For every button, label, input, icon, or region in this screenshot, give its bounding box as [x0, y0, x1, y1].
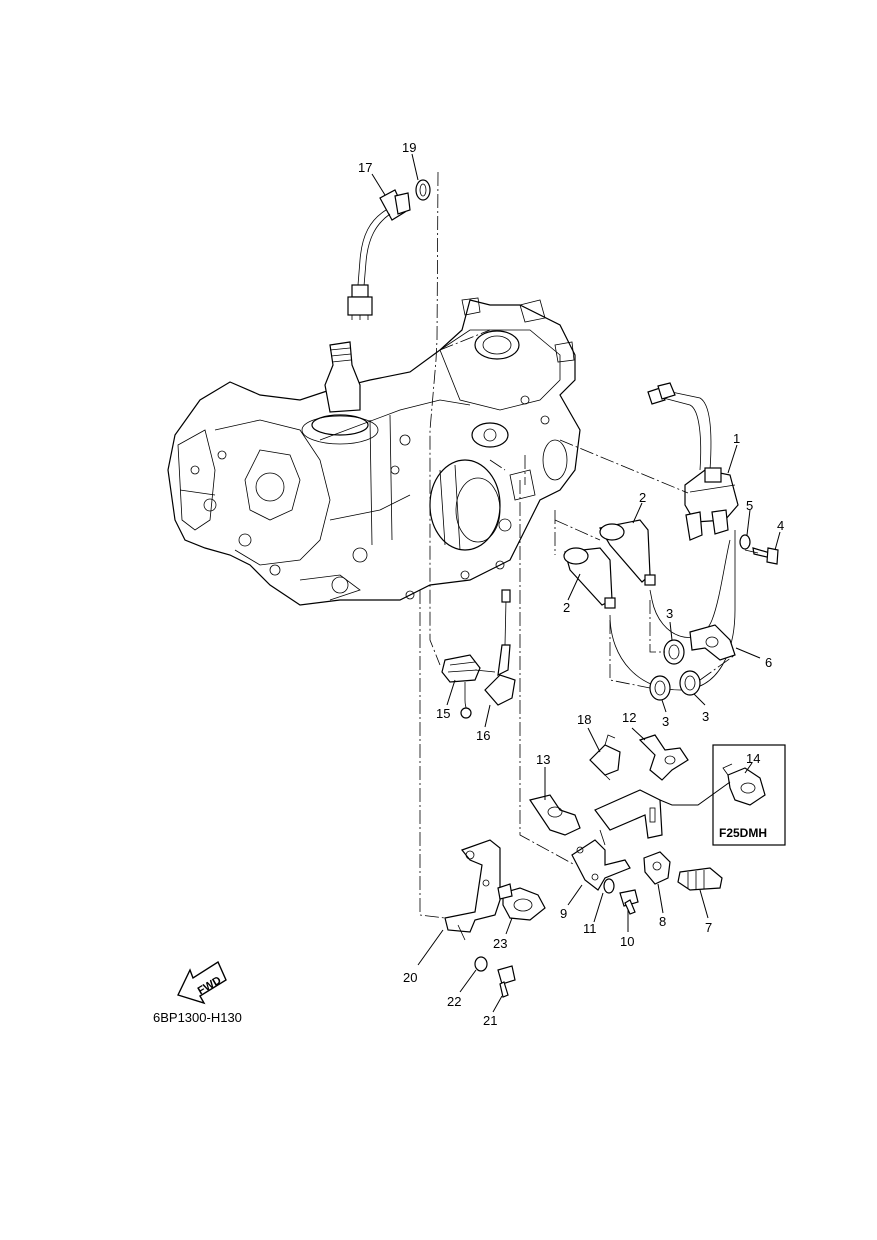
- part-16-sensor: [484, 589, 516, 706]
- callout-11: 11: [583, 921, 597, 936]
- part-22-washer: [474, 956, 488, 972]
- engine-block: [167, 297, 581, 606]
- part-15-switch: [441, 654, 496, 719]
- part-2-plug-cap-upper: [599, 519, 656, 586]
- part-5-washer: [739, 534, 751, 550]
- callout-1: 1: [733, 431, 740, 446]
- assembly-lines: [419, 171, 759, 919]
- inset-label: F25DMH: [719, 826, 767, 840]
- callout-3: 3: [702, 709, 709, 724]
- part-12-clamp: [638, 734, 689, 781]
- callout-12: 12: [622, 710, 636, 725]
- part-7-holder: [677, 867, 723, 891]
- part-11-washer: [603, 878, 615, 894]
- callout-17: 17: [358, 160, 372, 175]
- part-2-plug-cap-lower: [563, 547, 616, 609]
- callout-13: 13: [536, 752, 550, 767]
- part-18-clip: [589, 734, 621, 781]
- callout-16: 16: [476, 728, 490, 743]
- callout-2: 2: [639, 490, 646, 505]
- callout-2: 2: [563, 600, 570, 615]
- part-10-bolt: [619, 889, 639, 915]
- part-3-grommet-b: [649, 675, 671, 701]
- callout-22: 22: [447, 994, 461, 1009]
- part-3-grommet-c: [679, 670, 701, 696]
- hv-lead-2: [609, 530, 736, 691]
- callout-numbers: 1 2 2 3 3 3 4 5 6 7 8 9 10 11 12 13 14 1…: [358, 140, 784, 1028]
- callout-23: 23: [493, 936, 507, 951]
- fwd-arrow-icon: FWD: [177, 960, 227, 1005]
- part-17-sensor-lead: [347, 189, 411, 320]
- callout-9: 9: [560, 906, 567, 921]
- callout-18: 18: [577, 712, 591, 727]
- callout-4: 4: [777, 518, 784, 533]
- callout-3: 3: [662, 714, 669, 729]
- callout-21: 21: [483, 1013, 497, 1028]
- callout-19: 19: [402, 140, 416, 155]
- part-1-ignition-coil: [647, 382, 739, 541]
- part-4-bolt: [752, 547, 779, 565]
- callout-5: 5: [746, 498, 753, 513]
- leader-lines: [371, 153, 781, 1013]
- part-8-grommet: [643, 851, 671, 885]
- part-3-grommet-a: [663, 639, 685, 665]
- callout-20: 20: [403, 970, 417, 985]
- part-9-bracket: [571, 789, 663, 891]
- callout-7: 7: [705, 920, 712, 935]
- part-21-bolt: [497, 965, 516, 998]
- callout-6: 6: [765, 655, 772, 670]
- part-19-o-ring: [415, 179, 431, 201]
- part-20-bracket: [444, 839, 501, 941]
- callout-15: 15: [436, 706, 450, 721]
- hv-lead-1: [649, 539, 731, 638]
- part-23-clamp: [497, 883, 546, 921]
- callout-14: 14: [746, 751, 760, 766]
- callout-3: 3: [666, 606, 673, 621]
- callout-10: 10: [620, 934, 634, 949]
- callout-8: 8: [659, 914, 666, 929]
- part-13-clamp: [529, 794, 581, 836]
- diagram-code: 6BP1300-H130: [153, 1010, 242, 1025]
- part-6-holder: [689, 624, 736, 661]
